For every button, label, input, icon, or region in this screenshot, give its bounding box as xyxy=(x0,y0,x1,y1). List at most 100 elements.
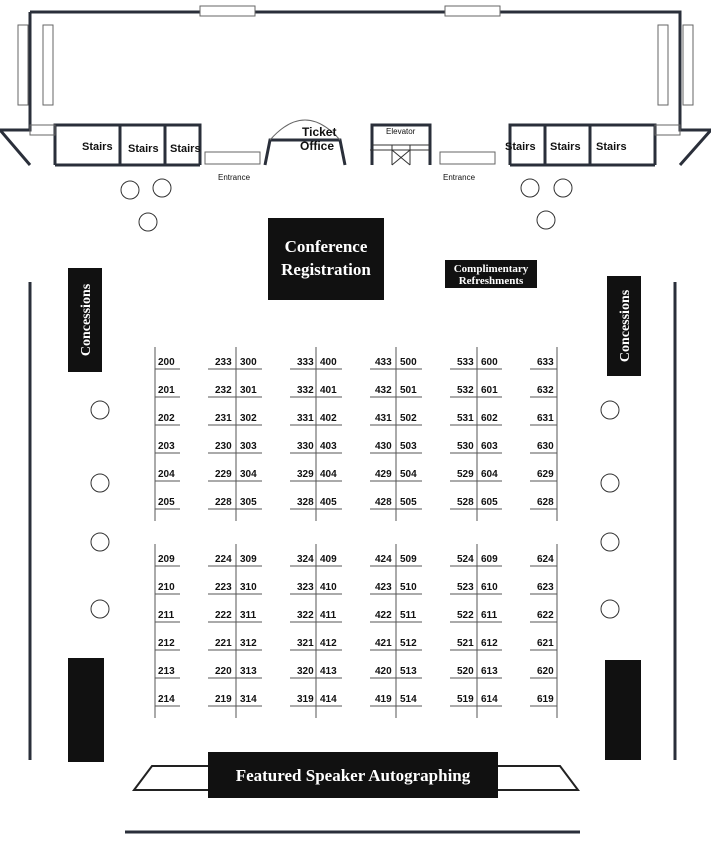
booth-number[interactable]: 431 xyxy=(375,413,392,424)
booth-number[interactable]: 628 xyxy=(537,497,554,508)
booth-number[interactable]: 320 xyxy=(297,666,314,677)
booth-number[interactable]: 222 xyxy=(215,610,232,621)
booth-number[interactable]: 224 xyxy=(215,554,232,565)
booth-number[interactable]: 300 xyxy=(240,357,257,368)
booth-number[interactable]: 305 xyxy=(240,497,257,508)
booth-number[interactable]: 505 xyxy=(400,497,417,508)
booth-number[interactable]: 613 xyxy=(481,666,498,677)
booth-number[interactable]: 323 xyxy=(297,582,314,593)
booth-number[interactable]: 329 xyxy=(297,469,314,480)
booth-number[interactable]: 531 xyxy=(457,413,474,424)
booth-number[interactable]: 232 xyxy=(215,385,232,396)
booth-number[interactable]: 602 xyxy=(481,413,498,424)
booth-number[interactable]: 310 xyxy=(240,582,257,593)
booth-number[interactable]: 411 xyxy=(320,610,337,621)
booth-number[interactable]: 412 xyxy=(320,638,337,649)
booth-number[interactable]: 423 xyxy=(375,582,392,593)
booth-number[interactable]: 603 xyxy=(481,441,498,452)
booth-number[interactable]: 619 xyxy=(537,694,554,705)
booth-number[interactable]: 313 xyxy=(240,666,257,677)
booth-number[interactable]: 533 xyxy=(457,357,474,368)
booth-number[interactable]: 332 xyxy=(297,385,314,396)
booth-number[interactable]: 630 xyxy=(537,441,554,452)
booth-number[interactable]: 521 xyxy=(457,638,474,649)
booth-number[interactable]: 600 xyxy=(481,357,498,368)
booth-number[interactable]: 623 xyxy=(537,582,554,593)
booth-number[interactable]: 511 xyxy=(400,610,417,621)
booth-number[interactable]: 319 xyxy=(297,694,314,705)
booth-number[interactable]: 633 xyxy=(537,357,554,368)
booth-number[interactable]: 309 xyxy=(240,554,257,565)
booth-number[interactable]: 604 xyxy=(481,469,498,480)
booth-number[interactable]: 404 xyxy=(320,469,337,480)
booth-number[interactable]: 400 xyxy=(320,357,337,368)
booth-number[interactable]: 228 xyxy=(215,497,232,508)
booth-number[interactable]: 414 xyxy=(320,694,337,705)
booth-number[interactable]: 429 xyxy=(375,469,392,480)
booth-number[interactable]: 420 xyxy=(375,666,392,677)
booth-number[interactable]: 321 xyxy=(297,638,314,649)
booth-number[interactable]: 621 xyxy=(537,638,554,649)
booth-number[interactable]: 204 xyxy=(158,469,175,480)
booth-number[interactable]: 302 xyxy=(240,413,257,424)
booth-number[interactable]: 510 xyxy=(400,582,417,593)
booth-number[interactable]: 330 xyxy=(297,441,314,452)
booth-number[interactable]: 209 xyxy=(158,554,175,565)
booth-number[interactable]: 331 xyxy=(297,413,314,424)
booth-number[interactable]: 324 xyxy=(297,554,314,565)
booth-number[interactable]: 523 xyxy=(457,582,474,593)
booth-number[interactable]: 501 xyxy=(400,385,417,396)
booth-number[interactable]: 610 xyxy=(481,582,498,593)
booth-number[interactable]: 500 xyxy=(400,357,417,368)
booth-number[interactable]: 221 xyxy=(215,638,232,649)
booth-number[interactable]: 229 xyxy=(215,469,232,480)
booth-number[interactable]: 605 xyxy=(481,497,498,508)
booth-number[interactable]: 430 xyxy=(375,441,392,452)
booth-number[interactable]: 303 xyxy=(240,441,257,452)
booth-number[interactable]: 502 xyxy=(400,413,417,424)
booth-number[interactable]: 402 xyxy=(320,413,337,424)
booth-number[interactable]: 611 xyxy=(481,610,498,621)
booth-number[interactable]: 210 xyxy=(158,582,175,593)
booth-number[interactable]: 622 xyxy=(537,610,554,621)
booth-number[interactable]: 421 xyxy=(375,638,392,649)
booth-number[interactable]: 520 xyxy=(457,666,474,677)
booth-number[interactable]: 620 xyxy=(537,666,554,677)
booth-number[interactable]: 512 xyxy=(400,638,417,649)
booth-number[interactable]: 528 xyxy=(457,497,474,508)
booth-number[interactable]: 529 xyxy=(457,469,474,480)
booth-number[interactable]: 405 xyxy=(320,497,337,508)
booth-number[interactable]: 314 xyxy=(240,694,257,705)
booth-number[interactable]: 509 xyxy=(400,554,417,565)
booth-number[interactable]: 205 xyxy=(158,497,175,508)
booth-number[interactable]: 220 xyxy=(215,666,232,677)
booth-number[interactable]: 514 xyxy=(400,694,417,705)
booth-number[interactable]: 609 xyxy=(481,554,498,565)
booth-number[interactable]: 328 xyxy=(297,497,314,508)
booth-number[interactable]: 504 xyxy=(400,469,417,480)
booth-number[interactable]: 200 xyxy=(158,357,175,368)
booth-number[interactable]: 231 xyxy=(215,413,232,424)
booth-number[interactable]: 219 xyxy=(215,694,232,705)
booth-number[interactable]: 631 xyxy=(537,413,554,424)
booth-number[interactable]: 612 xyxy=(481,638,498,649)
booth-number[interactable]: 322 xyxy=(297,610,314,621)
booth-number[interactable]: 513 xyxy=(400,666,417,677)
booth-number[interactable]: 211 xyxy=(158,610,175,621)
booth-number[interactable]: 433 xyxy=(375,357,392,368)
booth-number[interactable]: 632 xyxy=(537,385,554,396)
booth-number[interactable]: 312 xyxy=(240,638,257,649)
booth-number[interactable]: 401 xyxy=(320,385,337,396)
booth-number[interactable]: 530 xyxy=(457,441,474,452)
booth-number[interactable]: 519 xyxy=(457,694,474,705)
booth-number[interactable]: 624 xyxy=(537,554,554,565)
booth-number[interactable]: 428 xyxy=(375,497,392,508)
booth-number[interactable]: 223 xyxy=(215,582,232,593)
booth-number[interactable]: 629 xyxy=(537,469,554,480)
booth-number[interactable]: 503 xyxy=(400,441,417,452)
booth-number[interactable]: 403 xyxy=(320,441,337,452)
booth-number[interactable]: 432 xyxy=(375,385,392,396)
booth-number[interactable]: 419 xyxy=(375,694,392,705)
booth-number[interactable]: 422 xyxy=(375,610,392,621)
booth-number[interactable]: 301 xyxy=(240,385,257,396)
